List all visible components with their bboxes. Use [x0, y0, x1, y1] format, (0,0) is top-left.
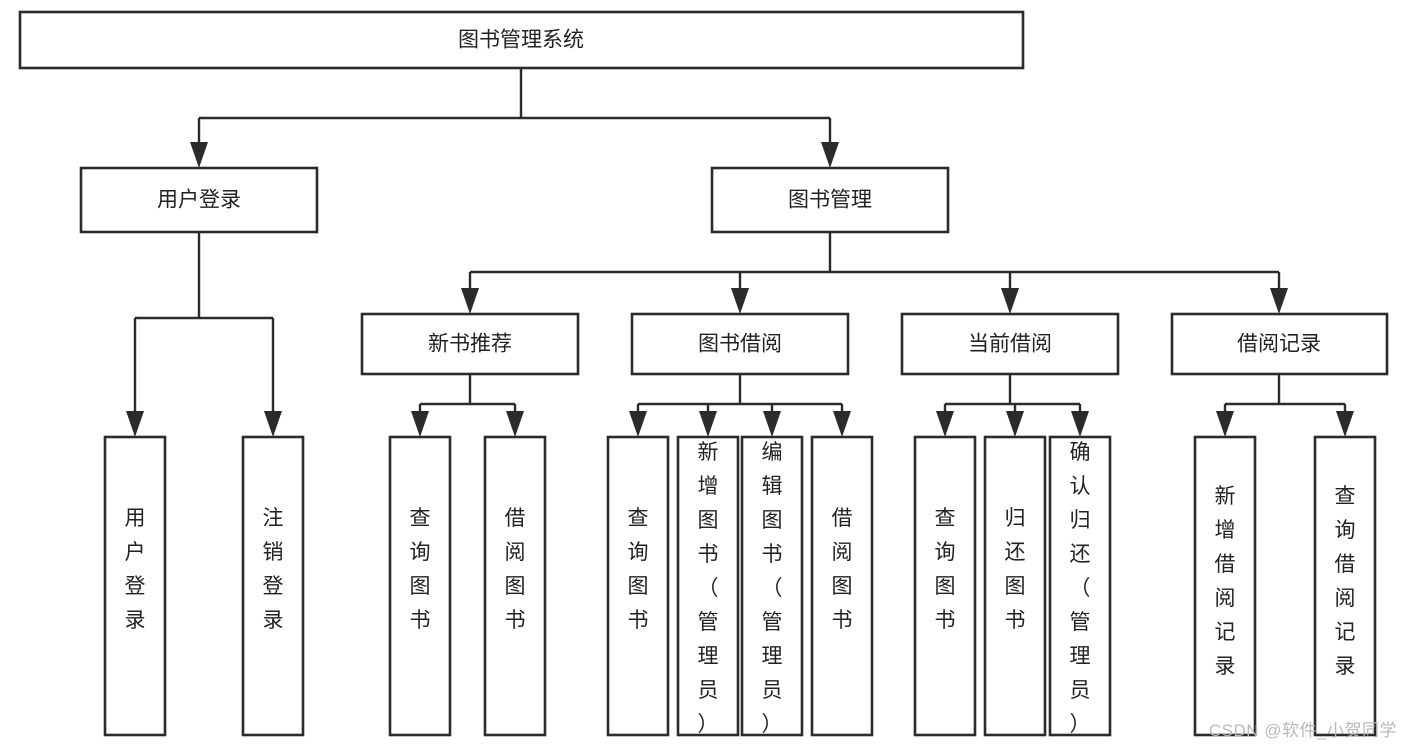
arrow-current-borrow-leaf3 [1071, 411, 1089, 437]
leaf-box[interactable] [103, 435, 167, 737]
connector-group-user-login [126, 232, 282, 437]
connector-group-current-borrow [936, 374, 1089, 437]
leaf-box[interactable] [1048, 435, 1112, 737]
node-book-management-box[interactable] [710, 166, 950, 234]
leaf-label-vertical: 归还图书 [1005, 507, 1026, 632]
leaf-label-vertical: 注销登录 [263, 507, 284, 632]
arrow-root-to-user-login [190, 142, 208, 168]
leaf-label-vertical: 查询图书 [935, 507, 956, 632]
leaf-node-current-return-book[interactable]: 归还图书 [983, 435, 1047, 737]
node-user-login-box[interactable] [79, 166, 319, 234]
leaf-node-current-confirm-return-admin[interactable]: 确认归还（管理员） [1048, 435, 1112, 737]
leaf-box[interactable] [241, 435, 305, 737]
leaf-node-record-add-record[interactable]: 新增借阅记录 [1193, 435, 1257, 737]
node-root-system[interactable]: 图书管理系统 [18, 10, 1025, 70]
arrow-current-borrow-leaf1 [936, 411, 954, 437]
leaf-node-current-query-book[interactable]: 查询图书 [913, 435, 977, 737]
leaf-node-borrow-edit-book-admin[interactable]: 编辑图书（管理员） [740, 435, 804, 737]
arrow-book-mgmt-to-record [1270, 288, 1288, 314]
leaf-label-vertical: 查询图书 [410, 507, 431, 632]
node-new-book-recommend-label: 新书推荐 [428, 333, 512, 356]
node-root-box[interactable] [18, 10, 1025, 70]
leaf-label-vertical: 确认归还（管理员） [1070, 441, 1091, 736]
node-book-management-label: 图书管理 [788, 189, 872, 212]
arrow-root-to-book-mgmt [821, 142, 839, 168]
arrow-borrow-record-leaf2 [1336, 411, 1354, 437]
leaf-label-vertical: 借阅图书 [832, 507, 853, 632]
leaf-label-vertical: 查询借阅记录 [1335, 485, 1356, 678]
leaf-box[interactable] [983, 435, 1047, 737]
leaf-node-borrow-add-book-admin[interactable]: 新增图书（管理员） [676, 435, 740, 737]
arrow-book-borrow-leaf3 [763, 411, 781, 437]
leaf-node-borrow-query-book[interactable]: 查询图书 [606, 435, 670, 737]
arrow-current-borrow-leaf2 [1006, 411, 1024, 437]
node-borrow-record-box[interactable] [1170, 312, 1389, 376]
leaf-node-newbook-query-book[interactable]: 查询图书 [388, 435, 452, 737]
leaf-box[interactable] [810, 435, 874, 737]
connector-group-borrow-record [1216, 374, 1354, 437]
leaf-node-record-query-record[interactable]: 查询借阅记录 [1313, 435, 1377, 737]
node-book-management[interactable]: 图书管理 [710, 166, 950, 234]
arrow-book-mgmt-to-current [1001, 288, 1019, 314]
node-book-borrow-box[interactable] [630, 312, 850, 376]
connector-group-book-borrow [629, 374, 851, 437]
leaf-label-vertical: 新增图书（管理员） [698, 441, 719, 736]
node-current-borrow-label: 当前借阅 [968, 333, 1052, 356]
node-current-borrow-box[interactable] [900, 312, 1120, 376]
leaf-box[interactable] [913, 435, 977, 737]
arrow-book-mgmt-to-borrow [731, 288, 749, 314]
arrow-book-borrow-leaf1 [629, 411, 647, 437]
csdn-watermark: CSDN @软件_小贺同学 [1208, 721, 1397, 740]
leaf-label-vertical: 新增借阅记录 [1215, 485, 1236, 678]
connector-group-new-book [411, 374, 524, 437]
arrow-book-borrow-leaf2 [699, 411, 717, 437]
arrow-user-login-leaf2 [264, 411, 282, 437]
arrow-book-borrow-leaf4 [833, 411, 851, 437]
leaf-label-vertical: 用户登录 [125, 507, 146, 632]
leaf-box[interactable] [388, 435, 452, 737]
leaf-box[interactable] [483, 435, 547, 737]
arrow-borrow-record-leaf1 [1216, 411, 1234, 437]
leaf-label-vertical: 编辑图书（管理员） [762, 441, 783, 736]
node-user-login[interactable]: 用户登录 [79, 166, 319, 234]
node-borrow-record-label: 借阅记录 [1237, 333, 1321, 356]
leaf-node-borrow-borrow-book[interactable]: 借阅图书 [810, 435, 874, 737]
leaf-node-user-login-logout[interactable]: 注销登录 [241, 435, 305, 737]
arrow-new-book-leaf2 [506, 411, 524, 437]
leaf-label-vertical: 借阅图书 [505, 507, 526, 632]
node-book-borrow[interactable]: 图书借阅 [630, 312, 850, 376]
connector-group-book-mgmt [461, 232, 1288, 314]
arrow-user-login-leaf1 [126, 411, 144, 437]
connector-group-root [190, 68, 839, 168]
node-user-login-label: 用户登录 [157, 189, 241, 212]
leaf-node-user-login-login[interactable]: 用户登录 [103, 435, 167, 737]
node-book-borrow-label: 图书借阅 [698, 333, 782, 356]
leaf-box[interactable] [740, 435, 804, 737]
arrow-book-mgmt-to-newbook [461, 288, 479, 314]
node-borrow-record[interactable]: 借阅记录 [1170, 312, 1389, 376]
node-current-borrow[interactable]: 当前借阅 [900, 312, 1120, 376]
node-new-book-recommend-box[interactable] [360, 312, 580, 376]
leaf-label-vertical: 查询图书 [628, 507, 649, 632]
leaf-node-newbook-borrow-book[interactable]: 借阅图书 [483, 435, 547, 737]
leaf-box[interactable] [676, 435, 740, 737]
arrow-new-book-leaf1 [411, 411, 429, 437]
leaf-box[interactable] [606, 435, 670, 737]
leaf-box[interactable] [1313, 435, 1377, 737]
leaf-box[interactable] [1193, 435, 1257, 737]
node-new-book-recommend[interactable]: 新书推荐 [360, 312, 580, 376]
node-root-label: 图书管理系统 [458, 29, 584, 52]
